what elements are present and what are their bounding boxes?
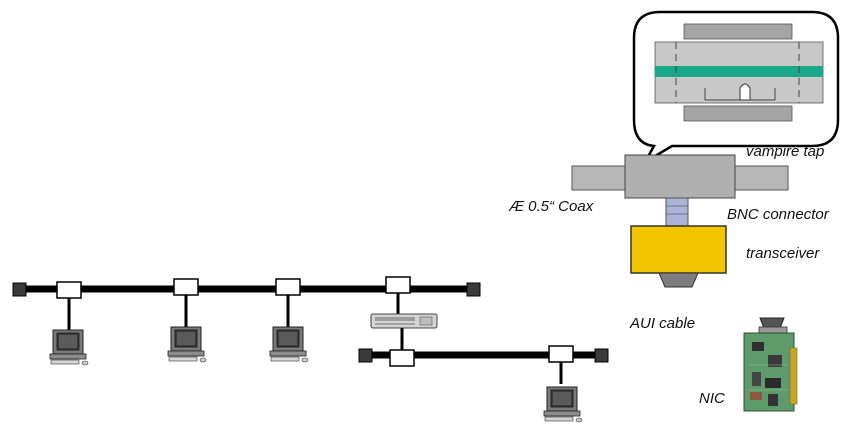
vampire-tap-assembly xyxy=(571,154,789,288)
coax-core xyxy=(655,66,823,77)
transceiver-box xyxy=(548,345,574,363)
segment-2 xyxy=(358,345,609,423)
transceiver-box xyxy=(173,278,199,296)
coax-label: Æ 0.5“ Coax xyxy=(509,198,594,215)
transceiver-box xyxy=(56,281,82,299)
transceiver-label: transceiver xyxy=(746,245,820,262)
desktop-computer-icon xyxy=(167,326,207,363)
transceiver-box xyxy=(389,349,415,367)
tap-pin xyxy=(739,83,751,101)
repeater-icon xyxy=(370,313,438,329)
transceiver-unit xyxy=(630,225,727,274)
transceiver-box xyxy=(385,276,411,294)
aui-connector xyxy=(658,272,699,288)
transceiver-box xyxy=(275,278,301,296)
vampire-tap-label: vampire tap xyxy=(746,143,825,160)
network-card-icon xyxy=(743,317,798,412)
segment-1 xyxy=(12,276,481,366)
desktop-computer-icon xyxy=(269,326,309,363)
terminator-icon xyxy=(12,282,27,297)
aui-cable-label: AUI cable xyxy=(630,315,696,332)
terminator-icon xyxy=(466,282,481,297)
coax-cross-section xyxy=(654,23,824,122)
terminator-icon xyxy=(594,348,609,363)
nic-label: NIC xyxy=(699,390,725,407)
terminator-icon xyxy=(358,348,373,363)
vampire-tap-body xyxy=(624,154,736,199)
desktop-computer-icon xyxy=(49,329,89,366)
desktop-computer-icon xyxy=(543,386,583,423)
bnc-connector xyxy=(665,197,689,227)
bnc-connector-label: BNC connector xyxy=(727,206,829,223)
